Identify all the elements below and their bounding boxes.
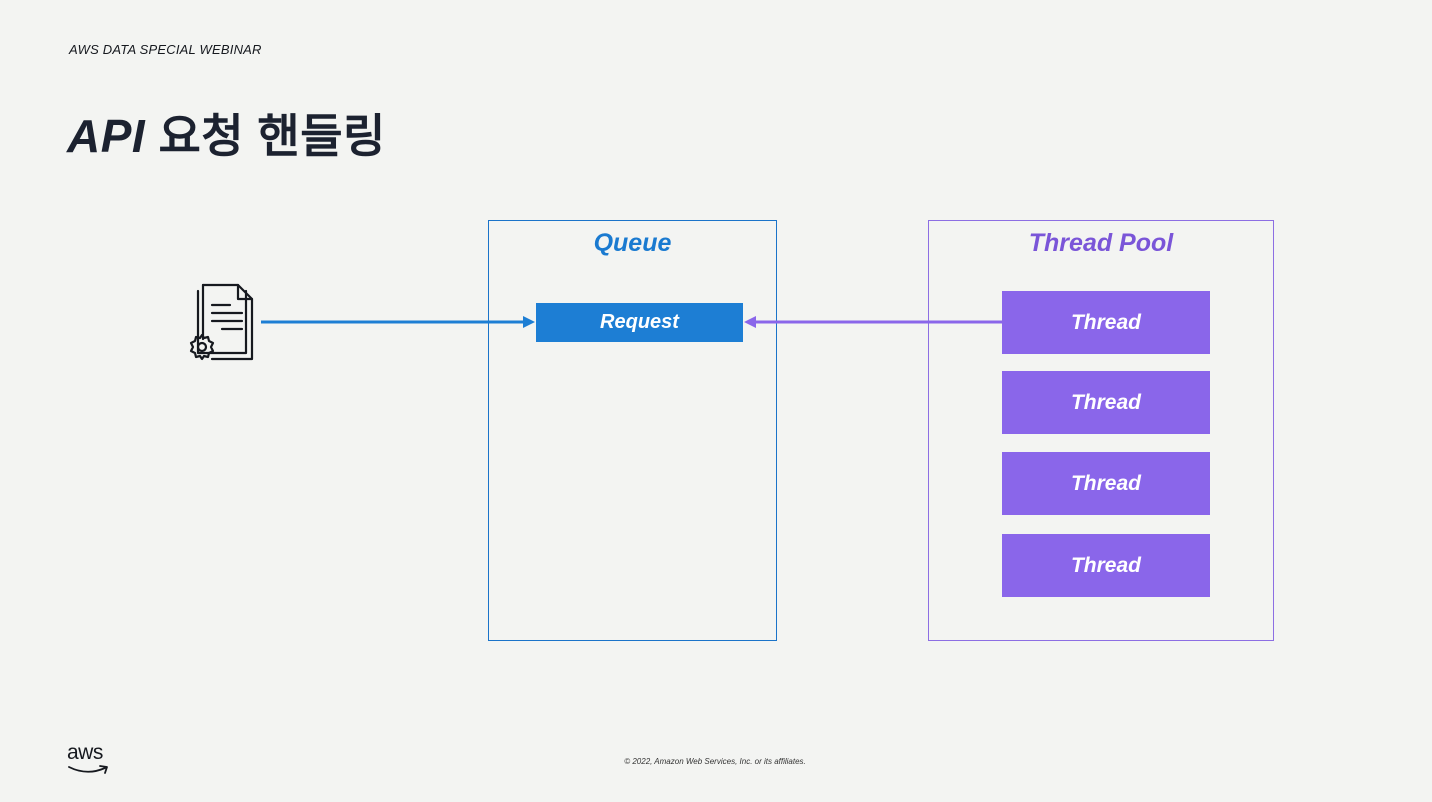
- document-gear-icon: [186, 283, 256, 363]
- thread-1: Thread: [1002, 291, 1210, 354]
- thread-2: Thread: [1002, 371, 1210, 434]
- page-title-text: 요청 핸들링: [158, 110, 386, 162]
- queue-label: Queue: [593, 229, 672, 257]
- thread-3: Thread: [1002, 452, 1210, 515]
- thread-pool-label: Thread Pool: [1028, 229, 1174, 257]
- copyright-text: © 2022, Amazon Web Services, Inc. or its…: [624, 757, 806, 766]
- page-title-api: API: [67, 110, 146, 162]
- copyright-footer: © 2022, Amazon Web Services, Inc. or its…: [0, 757, 1432, 766]
- aws-smile-icon: [68, 765, 108, 774]
- aws-logo: aws: [67, 741, 113, 775]
- thread-4: Thread: [1002, 534, 1210, 597]
- thread-pool-container: Thread Pool: [928, 220, 1274, 641]
- request-item: Request: [536, 303, 743, 342]
- queue-container: Queue: [488, 220, 777, 641]
- webinar-label: AWS DATA SPECIAL WEBINAR: [69, 42, 262, 57]
- page-title: API 요청 핸들링: [67, 100, 386, 166]
- aws-logo-wordmark: aws: [67, 741, 103, 764]
